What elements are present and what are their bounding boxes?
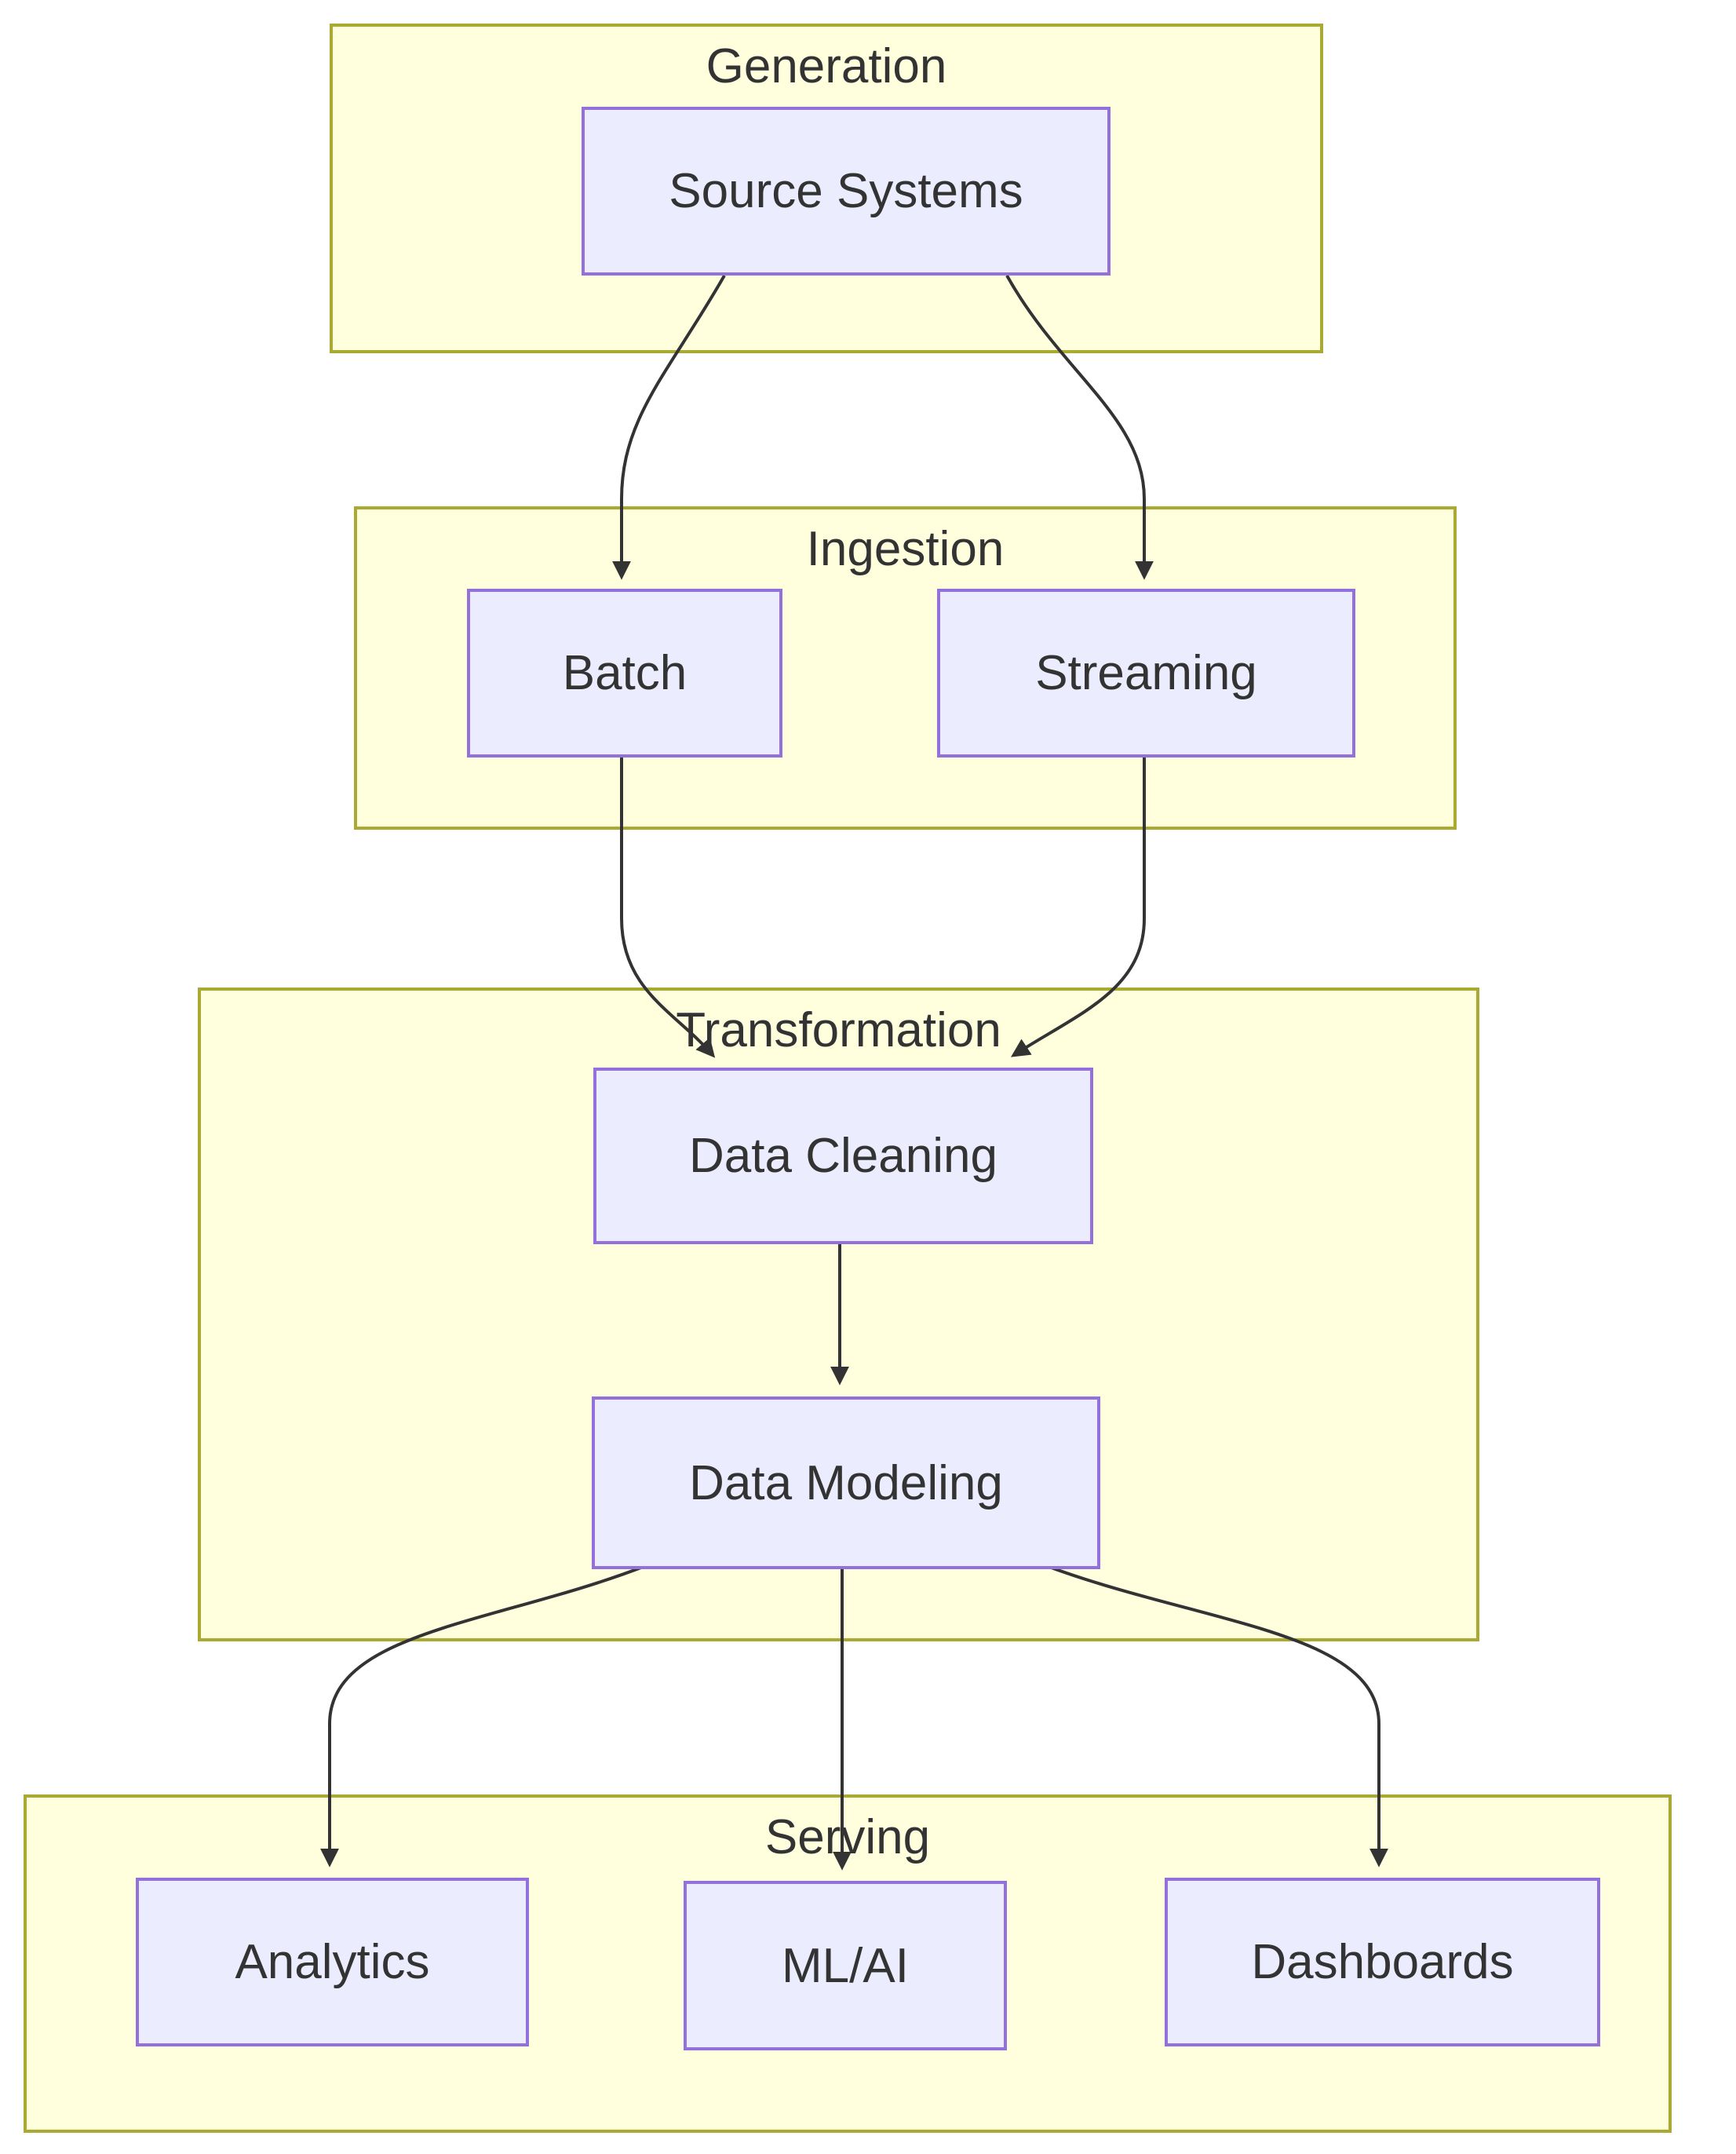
node-data-cleaning: Data Cleaning [593, 1068, 1093, 1244]
node-analytics: Analytics [136, 1878, 529, 2046]
cluster-transformation: Transformation Data Cleaning Data Modeli… [198, 988, 1479, 1641]
cluster-generation: Generation Source Systems [330, 24, 1323, 353]
node-batch-label: Batch [562, 646, 687, 700]
node-dashboards-label: Dashboards [1251, 1935, 1514, 1989]
node-streaming: Streaming [937, 589, 1355, 758]
node-data-modeling: Data Modeling [592, 1396, 1100, 1569]
node-source-systems-label: Source Systems [669, 164, 1023, 218]
node-ml-ai-label: ML/AI [782, 1938, 909, 1993]
cluster-serving-title: Serving [764, 1810, 931, 1864]
node-data-modeling-label: Data Modeling [689, 1455, 1003, 1510]
node-ml-ai: ML/AI [684, 1881, 1007, 2050]
node-analytics-label: Analytics [235, 1935, 430, 1989]
node-data-cleaning-label: Data Cleaning [689, 1129, 997, 1183]
cluster-transformation-title: Transformation [676, 1003, 1001, 1057]
cluster-ingestion: Ingestion Batch Streaming [354, 506, 1457, 830]
node-batch: Batch [467, 589, 782, 758]
cluster-ingestion-title: Ingestion [806, 522, 1005, 576]
cluster-generation-title: Generation [706, 39, 947, 93]
node-dashboards: Dashboards [1165, 1878, 1600, 2046]
node-source-systems: Source Systems [582, 107, 1111, 276]
cluster-serving: Serving Analytics ML/AI Dashboards [24, 1794, 1672, 2133]
node-streaming-label: Streaming [1035, 646, 1257, 700]
